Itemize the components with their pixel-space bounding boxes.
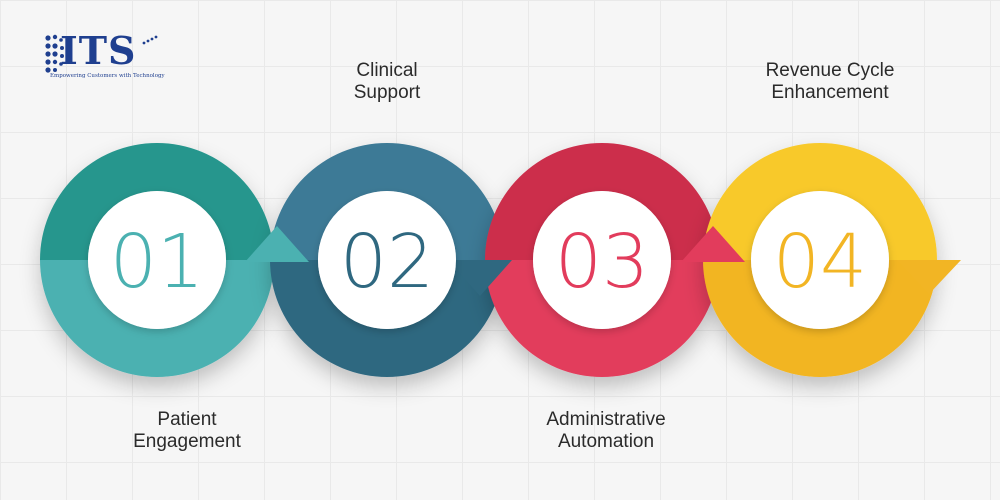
step-1-label-line2: Engagement: [133, 431, 241, 452]
company-logo: ITS Empowering Customers with Technology: [44, 28, 165, 86]
step-4-label-line1: Revenue Cycle: [765, 60, 895, 81]
step-1-arrow-up-icon: [245, 226, 309, 262]
step-4-ring: [703, 143, 937, 377]
logo-swoosh-icon: [142, 35, 158, 45]
logo-wordmark: ITS: [60, 28, 137, 73]
step-2-number: 02: [340, 219, 434, 305]
step-1-ring: [40, 143, 274, 377]
step-2-label-line1: Clinical: [356, 60, 418, 81]
step-4-label: Revenue Cycle Enhancement: [720, 60, 940, 104]
step-4-ring-top: [703, 143, 937, 260]
step-4-ring-bottom: [703, 260, 937, 377]
step-3-ring-bottom: [485, 260, 719, 377]
step-2-label-line2: Support: [353, 82, 421, 103]
step-1-label: Patient Engagement: [77, 409, 297, 453]
step-2-disc: [318, 191, 456, 329]
step-1-ring-bottom: [40, 260, 274, 377]
step-2-ring-top: [270, 143, 504, 260]
step-2-arrow-down-icon: [448, 260, 512, 296]
step-2-label: Clinical Support: [277, 60, 497, 104]
step-4-arrow-down-icon: [897, 260, 961, 294]
step-2-ring-bottom: [270, 260, 504, 377]
step-3-label-line1: Administrative: [546, 409, 666, 430]
step-3-disc: [533, 191, 671, 329]
step-1-number: 01: [110, 219, 204, 305]
step-3-label-line2: Automation: [557, 431, 655, 452]
step-3-label: Administrative Automation: [496, 409, 716, 453]
step-3-number: 03: [555, 219, 649, 305]
step-4-number: 04: [773, 219, 867, 305]
step-2-ring: [270, 143, 504, 377]
step-3-ring-top: [485, 143, 719, 260]
logo-tagline: Empowering Customers with Technology: [50, 73, 165, 79]
step-4-disc: [751, 191, 889, 329]
step-1-label-line1: Patient: [157, 409, 217, 430]
logo-dots-icon: [45, 34, 64, 73]
step-4-label-line2: Enhancement: [771, 82, 889, 103]
step-1-ring-top: [40, 143, 274, 260]
step-3-ring: [485, 143, 719, 377]
step-1-disc: [88, 191, 226, 329]
step-3-arrow-up-icon: [681, 226, 745, 262]
